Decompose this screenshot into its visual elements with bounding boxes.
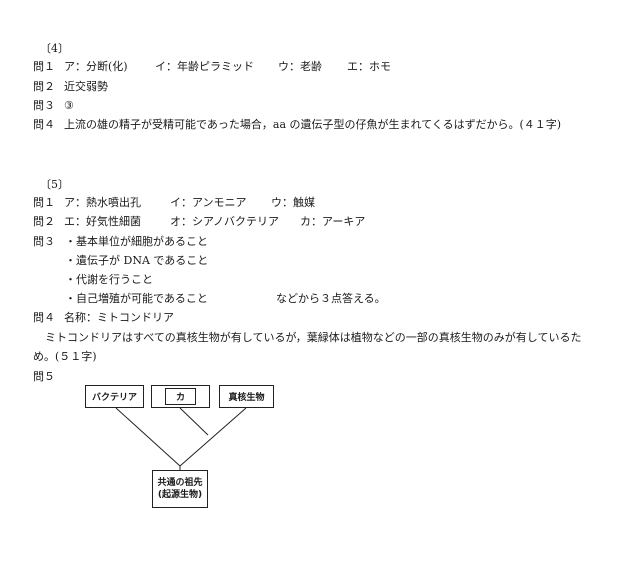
s5-q4-explanation-line-2: め。(５１字) <box>33 350 97 363</box>
tree-leaf-ka-label: カ <box>164 388 196 405</box>
tree-leaf-ka: カ <box>151 385 210 408</box>
tree-leaf-bacteria: バクテリア <box>85 385 144 408</box>
tree-leaf-bacteria-label: バクテリア <box>91 393 137 403</box>
section-4-heading: 〔4〕 <box>40 42 69 55</box>
tree-leaf-eukaryote: 真核生物 <box>219 385 274 408</box>
s4-q4-answer: 上流の雄の精子が受精可能であった場合，aa の遺伝子型の仔魚が生まれてくるはずだ… <box>64 118 562 131</box>
s5-q3-item-3: ・代謝を行うこと <box>65 273 153 286</box>
branch-line-bacteria <box>115 407 181 467</box>
section-5-question-4-label: 問４ <box>33 311 55 324</box>
section-5-question-2-label: 問２ <box>33 215 55 228</box>
s5-q3-item-1: ・基本単位が細胞があること <box>65 235 208 248</box>
section-4-question-3-label: 問３ <box>33 99 55 112</box>
branch-line-archaea <box>179 407 209 436</box>
s5-q1-answer-i: イ：アンモニア <box>170 196 247 209</box>
s4-q2-answer: 近交弱勢 <box>64 80 108 93</box>
section-5-heading: 〔5〕 <box>40 178 69 191</box>
s5-q2-answer-e: エ：好気性細菌 <box>64 215 141 228</box>
s4-q1-answer-u: ウ：老齢 <box>278 60 322 73</box>
section-5-question-5-label: 問５ <box>33 370 55 383</box>
s5-q3-item-2: ・遺伝子が DNA であること <box>65 254 209 267</box>
tree-leaf-eukaryote-label: 真核生物 <box>228 393 265 403</box>
s4-q1-answer-e: エ：ホモ <box>347 60 391 73</box>
section-4-question-1-label: 問１ <box>33 60 55 73</box>
s5-q4-name: 名称：ミトコンドリア <box>64 311 174 324</box>
tree-root-line-2: (起源生物) <box>157 490 203 500</box>
section-4-question-2-label: 問２ <box>33 80 55 93</box>
s5-q3-item-4: ・自己増殖が可能であること <box>65 292 208 305</box>
s4-q3-answer: ③ <box>64 99 74 112</box>
s5-q1-answer-a: ア：熱水噴出孔 <box>64 196 141 209</box>
branch-line-eukaryote <box>179 407 247 467</box>
section-5-question-3-label: 問３ <box>33 235 55 248</box>
section-4-question-4-label: 問４ <box>33 118 55 131</box>
s5-q2-answer-o: オ：シアノバクテリア <box>170 215 280 228</box>
s5-q1-answer-u: ウ：触媒 <box>271 196 315 209</box>
s5-q4-explanation-line-1: ミトコンドリアはすべての真核生物が有しているが，葉緑体は植物などの一部の真核生物… <box>45 331 582 344</box>
s4-q1-answer-a: ア：分断(化) <box>64 60 128 73</box>
section-5-question-1-label: 問１ <box>33 196 55 209</box>
tree-root-line-1: 共通の祖先 <box>157 478 203 488</box>
s5-q3-tail: などから３点答える。 <box>276 292 386 305</box>
tree-root-common-ancestor: 共通の祖先 (起源生物) <box>152 470 208 508</box>
s5-q2-answer-ka: カ：アーキア <box>300 215 366 228</box>
s4-q1-answer-i: イ：年齢ピラミッド <box>155 60 254 73</box>
